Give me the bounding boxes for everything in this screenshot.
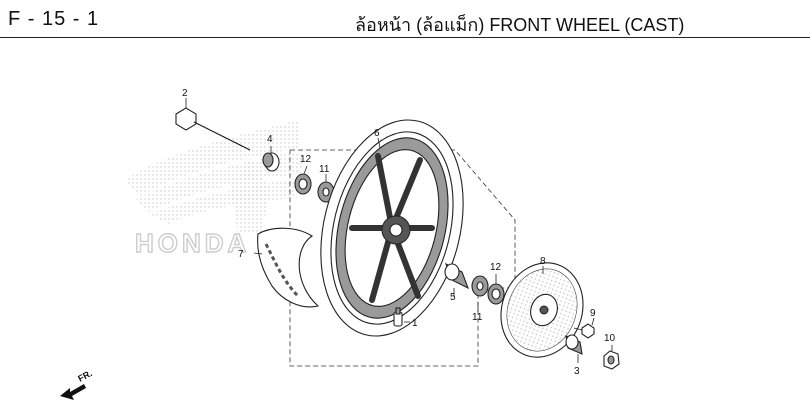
tire-valve	[393, 307, 403, 327]
dust-seal-right	[487, 283, 505, 305]
front-direction-arrow: FR.	[60, 368, 94, 400]
leader-lines	[185, 98, 613, 363]
header: F - 15 - 1 ล้อหน้า (ล้อแม็ก) FRONT WHEEL…	[0, 0, 810, 38]
honda-wing-logo: HONDA	[125, 120, 305, 259]
honda-watermark-text: HONDA	[135, 228, 250, 258]
callout-5: 5	[450, 292, 456, 303]
side-collar	[262, 152, 280, 172]
bearing-right	[471, 275, 489, 297]
dust-seal-left	[294, 173, 312, 195]
exploded-parts-diagram: HONDA	[60, 88, 620, 400]
callout-6: 6	[374, 128, 380, 139]
callout-9: 9	[590, 308, 596, 319]
header-rule	[0, 37, 810, 38]
callout-3: 3	[574, 366, 580, 377]
assembly-outline	[289, 149, 516, 367]
cast-wheel	[320, 119, 464, 337]
callout-1: 1	[412, 318, 418, 329]
disc-bolt	[573, 323, 595, 339]
axle-bolt	[175, 107, 251, 151]
page-code: F - 15 - 1	[8, 8, 100, 30]
brake-disc	[500, 262, 584, 358]
callout-8: 8	[540, 256, 546, 267]
callout-12-right: 12	[490, 262, 502, 273]
direction-label: FR.	[76, 368, 93, 384]
callout-2: 2	[182, 88, 188, 99]
page-title: ล้อหน้า (ล้อแม็ก) FRONT WHEEL (CAST)	[355, 15, 685, 35]
callout-labels: 1 2 3 4 5 6 7 8 9 10 11 12 11 12	[182, 88, 616, 377]
tire-section	[257, 227, 320, 308]
callout-10: 10	[604, 333, 616, 344]
callout-11-left: 11	[319, 164, 330, 175]
callout-7: 7	[238, 249, 244, 260]
distance-collar	[444, 262, 470, 290]
axle-nut	[603, 350, 620, 370]
callout-4: 4	[267, 134, 273, 145]
disc-side-collar	[565, 334, 583, 355]
callout-12-left: 12	[300, 154, 312, 165]
callout-11-right: 11	[472, 312, 483, 323]
